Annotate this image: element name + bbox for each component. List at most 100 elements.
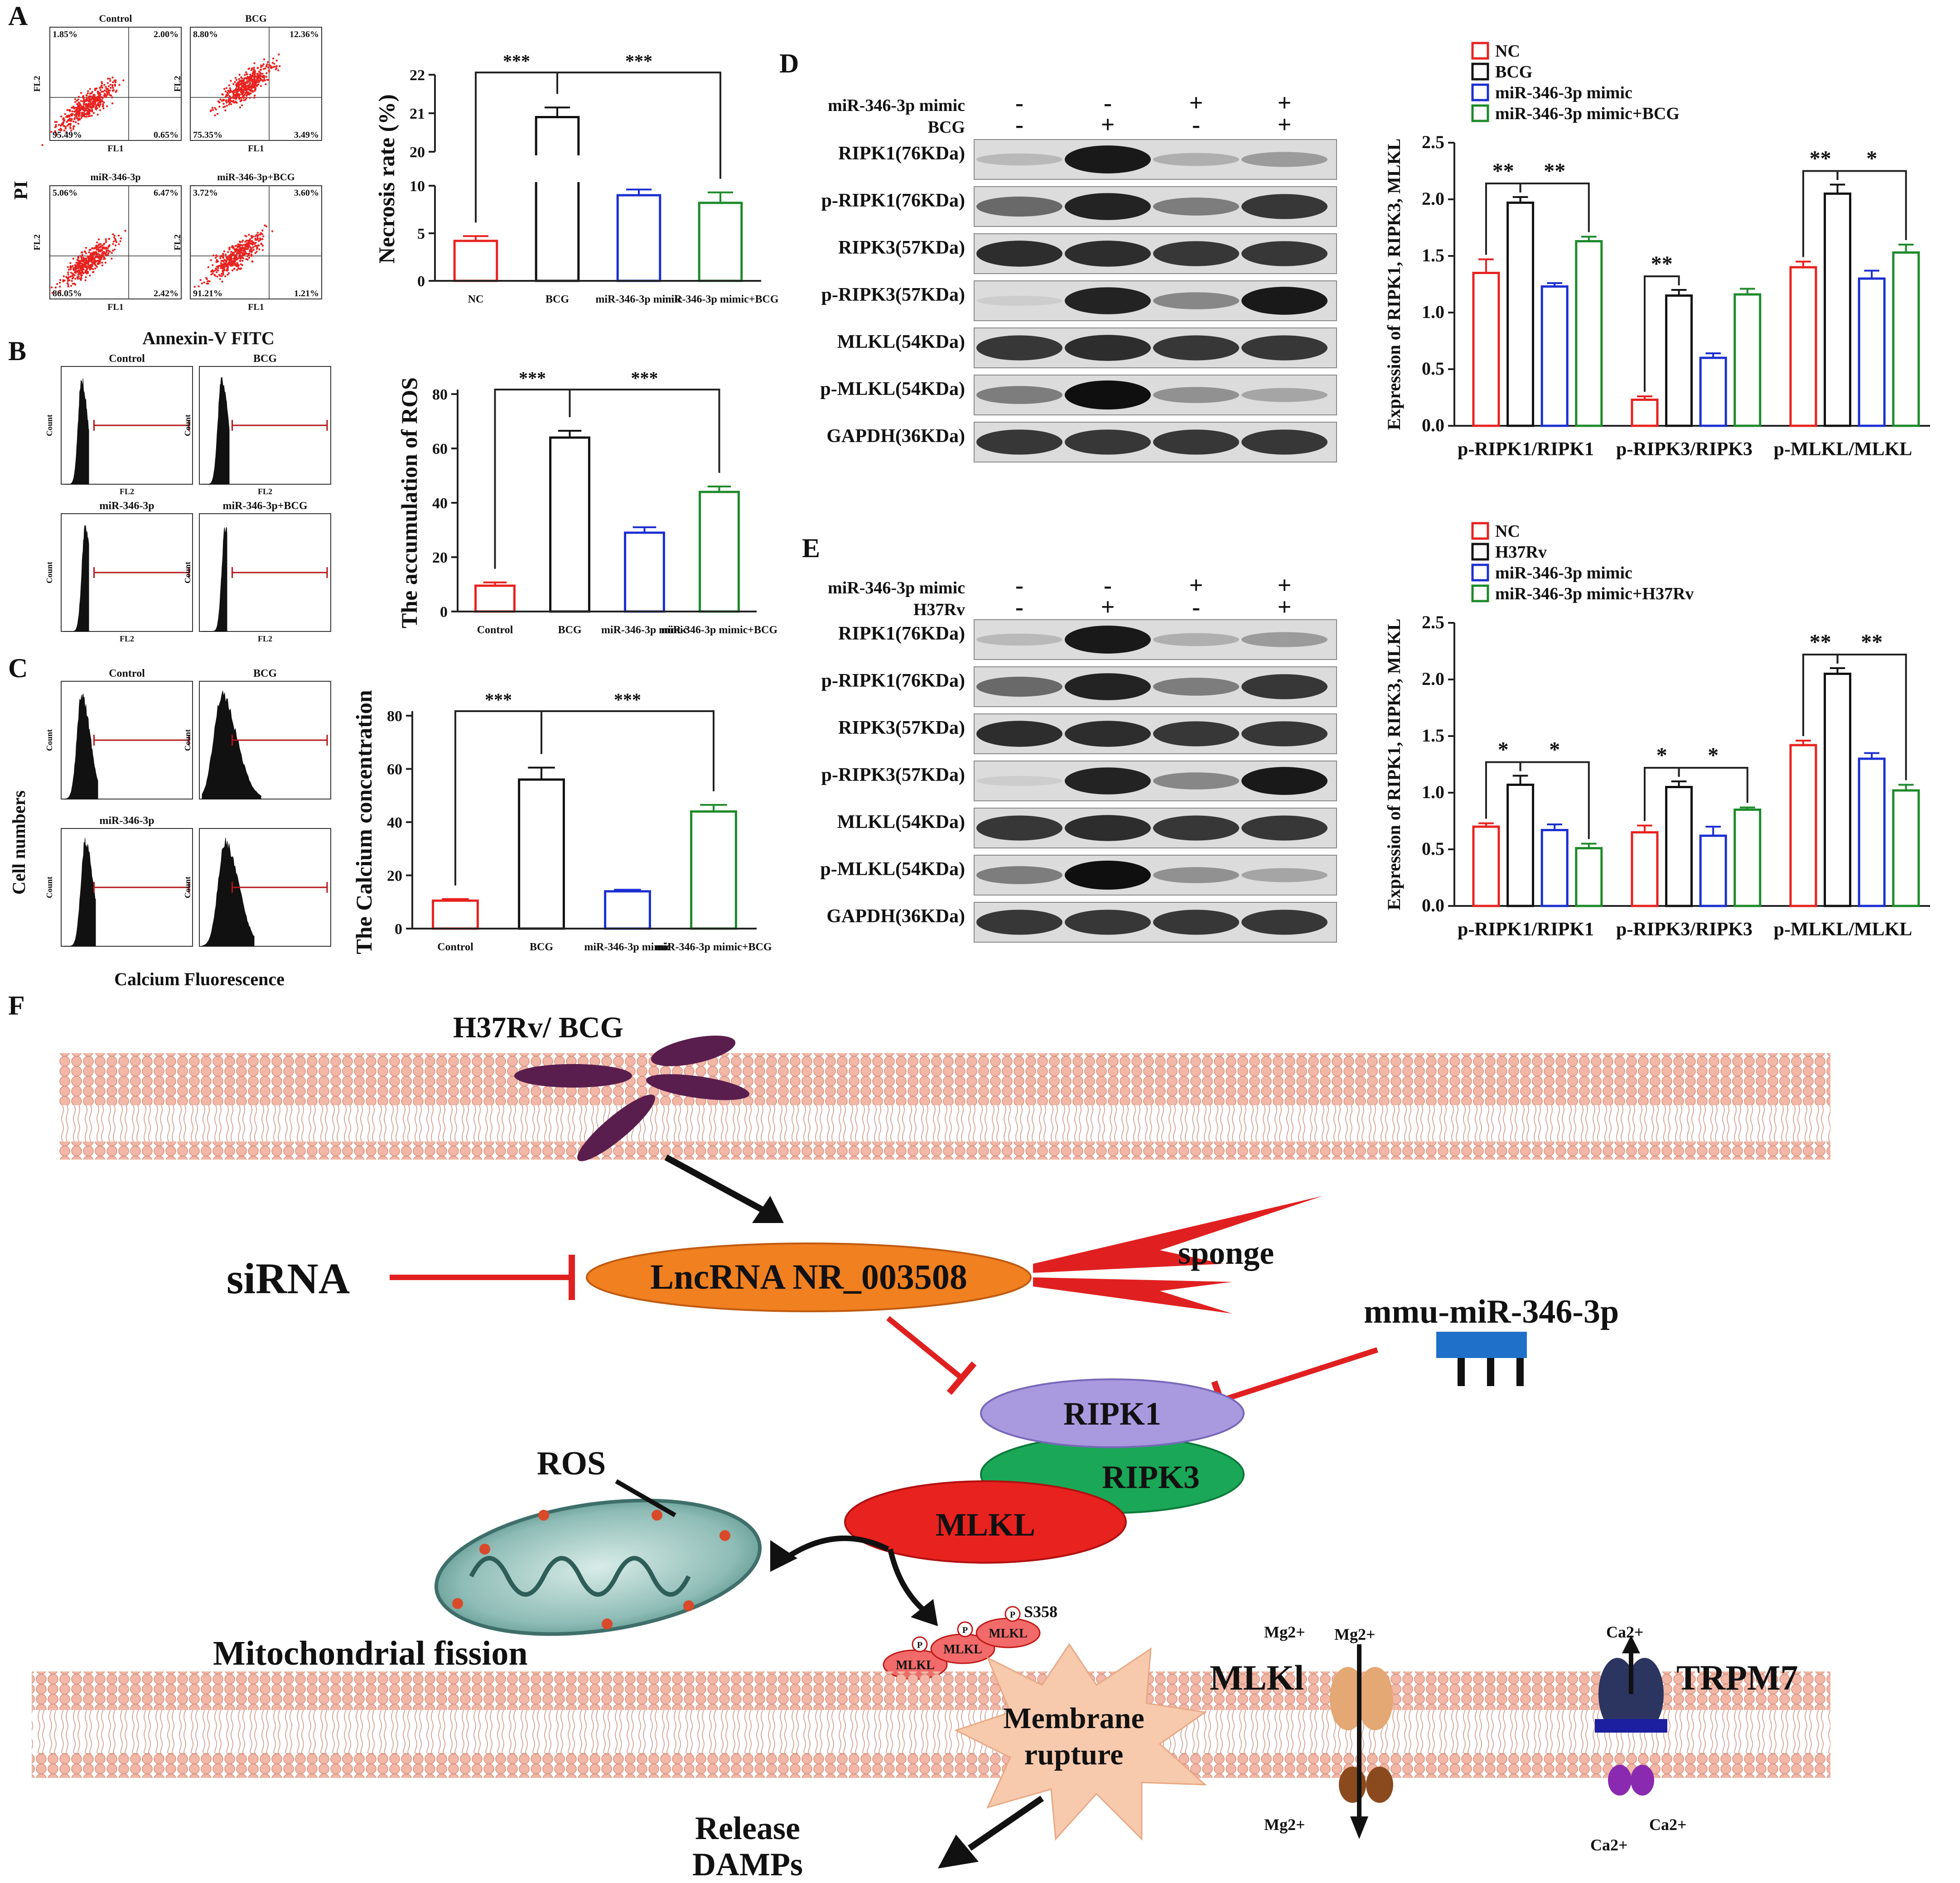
cell-dot [258,71,261,73]
trpm7-label: TRPM7 [1676,1658,1798,1697]
cell-dot [249,96,251,99]
cell-dot [265,83,267,86]
cell-dot [71,110,73,113]
blot-band [1153,241,1239,266]
bar [1733,809,1762,907]
bar [1665,294,1693,427]
cell-dot [111,102,114,105]
cell-dot [74,268,77,270]
y-tick-label: 40 [387,814,402,831]
cell-dot [254,70,256,72]
cell-dot [264,79,266,82]
cell-dot [109,89,111,92]
cell-dot [94,99,96,101]
band-label: p-RIPK3(57KDa) [821,765,965,785]
cell-dot [85,116,87,118]
cell-dot [75,261,77,264]
cell-dot [111,257,113,260]
cell-dot [80,268,82,271]
cell-dot [230,265,232,267]
cell-dot [92,98,94,100]
cell-dot [218,106,221,108]
cell-dot [75,106,77,109]
svg-text:MLKL: MLKL [896,1658,935,1672]
cell-dot [107,77,109,80]
bar [1472,825,1500,907]
cell-dot [212,109,214,111]
significance-bracket [1836,170,1907,240]
histogram-title: miR-346-3p [99,500,154,512]
blot-band [1241,767,1328,795]
cell-dot [80,275,82,277]
cell-dot [59,289,62,292]
cell-dot [235,77,237,79]
cell-dot [236,264,238,267]
cell-dot [207,280,209,282]
cell-dot [50,286,53,289]
histogram-title: miR-346-3p [99,815,154,827]
y-tick-label: 22 [410,67,425,84]
cell-dot [59,281,61,284]
cell-dot [212,264,214,266]
legend-label: miR-346-3p mimic+H37Rv [1495,584,1694,603]
cell-dot [234,81,236,83]
svg-text:P: P [1010,1610,1015,1620]
significance-label: * [1866,147,1877,171]
cell-dot [214,269,217,272]
cell-dot [271,66,273,68]
category-label: Control [437,941,473,953]
band-label: GAPDH(36KDa) [826,906,965,927]
dot-plot-title: miR-346-3p [90,171,140,183]
cell-dot [66,276,68,279]
cell-dot [216,113,219,115]
cell-dot [250,254,253,256]
cell-dot [239,260,241,262]
cell-dot [215,267,217,270]
cell-dot [59,285,61,288]
cell-dot [221,93,223,96]
axis-y-label: Count [45,729,54,751]
bar [1506,202,1535,427]
blot-band [976,866,1062,884]
cell-dot [89,268,91,271]
cell-dot [243,94,245,96]
cell-dot [91,110,93,112]
cell-dot [77,264,80,266]
cell-dot [207,282,209,285]
cell-dot [118,243,120,246]
cell-dot [241,86,243,88]
cell-dot [236,269,238,271]
cell-dot [54,126,57,128]
quadrant-ul: 5.06% [53,188,77,198]
treatment-sign: + [1189,89,1203,116]
histogram-peak [64,378,89,485]
treatment-sign: - [1015,593,1023,621]
cell-dot [238,98,241,100]
cell-dot [266,79,268,81]
cell-dot [115,240,117,242]
cell-dot [209,110,212,112]
blot-band [1065,721,1151,747]
y-tick-label: 2.0 [1422,669,1444,689]
cell-dot [261,229,264,232]
cell-dot [210,259,212,261]
cell-dot [226,268,228,270]
cell-dot [252,235,254,237]
blot-band [1065,861,1151,890]
cell-dot [271,62,274,64]
cell-dot [223,268,225,270]
significance-label: *** [631,368,658,388]
cell-dot [258,248,261,250]
cell-dot [227,99,230,101]
significance-label: * [1656,743,1667,767]
axis-y-label: Count [45,876,54,898]
category-label: miR-346-3p mimic [584,941,671,953]
significance-bracket [1836,654,1907,780]
cell-dot [234,259,236,261]
cell-dot [233,268,235,270]
cell-dot [96,107,98,110]
cell-dot [235,257,237,260]
bacteria-icon [514,1035,749,1161]
treatment-sign: + [1278,89,1292,116]
cell-dot [77,265,80,268]
